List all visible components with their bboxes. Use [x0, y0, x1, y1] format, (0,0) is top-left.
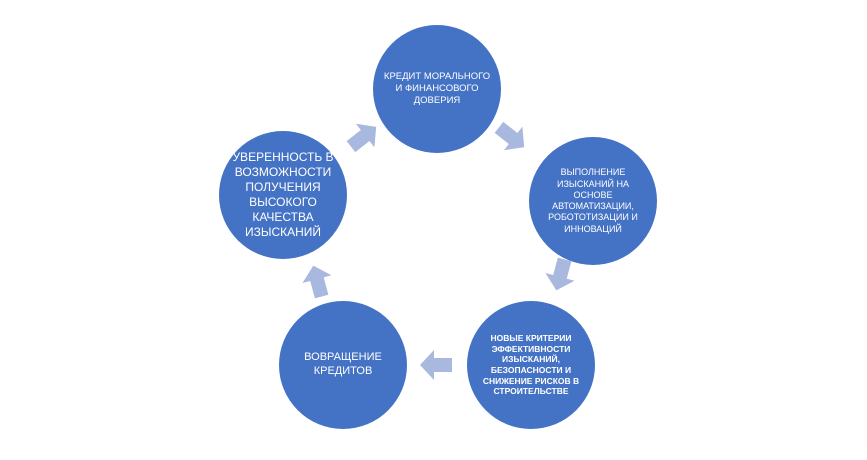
node-credit-return: ВОВРАЩЕНИЕ КРЕДИТОВ — [279, 301, 407, 429]
node-label: ВЫПОЛНЕНИЕ ИЗЫСКАНИЙ НА ОСНОВЕ АВТОМАТИЗ… — [548, 167, 638, 234]
node-automated-surveys: ВЫПОЛНЕНИЕ ИЗЫСКАНИЙ НА ОСНОВЕ АВТОМАТИЗ… — [529, 137, 657, 265]
node-quality-confidence: УВЕРЕННОСТЬ В ВОЗМОЖНОСТИ ПОЛУЧЕНИЯ ВЫСО… — [219, 131, 347, 259]
arrow-3-to-4-icon — [420, 350, 452, 380]
arrow-5-to-1-icon — [346, 123, 377, 153]
arrow-1-to-2-icon — [494, 121, 525, 151]
node-label: ВОВРАЩЕНИЕ КРЕДИТОВ — [304, 351, 382, 377]
node-label: УВЕРЕННОСТЬ В ВОЗМОЖНОСТИ ПОЛУЧЕНИЯ ВЫСО… — [232, 150, 334, 239]
node-moral-financial-credit: КРЕДИТ МОРАЛЬНОГО И ФИНАНСОВОГО ДОВЕРИЯ — [373, 25, 501, 153]
arrow-4-to-5-icon — [302, 265, 332, 299]
node-new-criteria: НОВЫЕ КРИТЕРИИ ЭФФЕКТИВНОСТИ ИЗЫСКАНИЙ, … — [467, 301, 595, 429]
node-label: НОВЫЕ КРИТЕРИИ ЭФФЕКТИВНОСТИ ИЗЫСКАНИЙ, … — [482, 333, 580, 397]
node-label: КРЕДИТ МОРАЛЬНОГО И ФИНАНСОВОГО ДОВЕРИЯ — [383, 71, 491, 106]
arrow-2-to-3-icon — [545, 257, 575, 291]
